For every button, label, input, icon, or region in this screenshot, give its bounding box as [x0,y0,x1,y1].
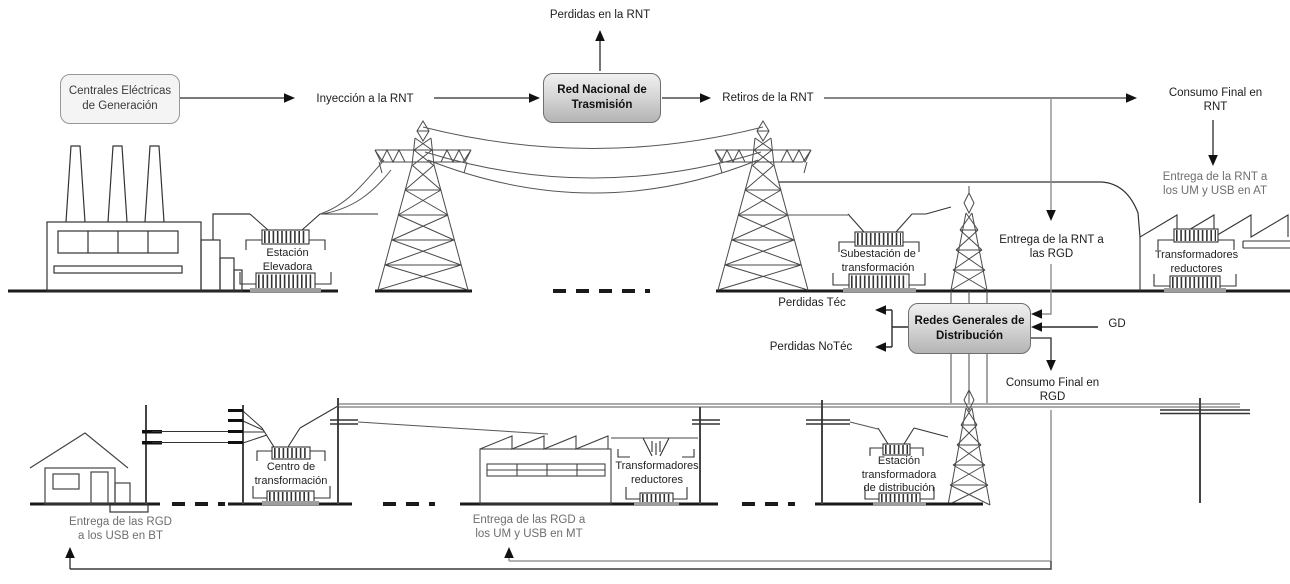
transmission-tower-2 [714,120,812,291]
mv-line-beam [330,398,1250,504]
flow-label-inyeccion: Inyección a la RNT [297,92,433,106]
label-line: de distribución [863,482,935,495]
flow-label-entrega-bt: Entrega de las RGD a los USB en BT [38,515,203,544]
distribution-center-transformer-symbol [252,405,339,505]
label-line: RGD [1039,391,1066,404]
reduction-transformer-symbol-at [1153,228,1237,292]
arrow-up-icon [595,30,605,41]
at-delivery-line [779,181,1141,238]
label-line: Entrega de la RNT a [1162,171,1268,183]
catenary-wires [319,126,848,216]
label-line: Transformadores [615,460,699,472]
flow-label-perdidas-notec: Perdidas NoTéc [755,340,867,354]
site-label-transformadores-mt: Transformadores reductores [608,460,706,487]
arrow-down-icon [1046,210,1056,221]
flow-label-entrega-mt: Entrega de las RGD a los UM y USB en MT [445,513,613,542]
label-line: reductores [631,473,683,486]
arrow-up-icon [65,547,75,558]
flow-label-entrega-rgd: Entrega de la RNT a las RGD [985,233,1118,262]
arrow-right-icon [284,93,295,103]
label-line: Perdidas Téc [778,297,846,309]
label-line: los UM y USB en AT [1163,185,1267,198]
label-line: a los USB en BT [77,530,163,543]
label-line: Elevadora [262,260,313,273]
rnt-node: Red Nacional de Trasmisión [543,73,661,123]
label-line: Estación [266,247,309,259]
label-line: Consumo Final en [1005,377,1100,389]
arrow-down-icon [1046,360,1056,371]
label-line: Transformadores [1154,249,1239,261]
label-line: transformación [254,474,328,487]
site-label-transformadores-at: Transformadores reductores [1144,249,1249,276]
flow-label-entrega-at: Entrega de la RNT a los UM y USB en AT [1140,170,1290,199]
flow-label-consumo-rgd: Consumo Final en RGD [1000,376,1105,405]
distribution-tower [947,186,991,506]
label-line: Inyección a la RNT [316,93,414,105]
flow-label-retiros: Retiros de la RNT [714,91,822,105]
generation-node: Centrales Eléctricas de Generación [60,74,180,124]
label-line: RNT [1203,101,1228,114]
flow-label-perdidas-rnt: Perdidas en la RNT [530,8,670,22]
site-label-estacion-elevadora: Estación Elevadora [245,247,330,274]
flow-label-gd: GD [1100,317,1134,331]
label-line: las RGD [1029,248,1074,261]
label-line: Entrega de la RNT a [999,234,1104,246]
flow-label-perdidas-tec: Perdidas Téc [762,296,862,310]
label-line: Consumo Final en [1168,87,1263,99]
site-label-estacion-distribucion: Estación transformadora de distribución [850,455,948,496]
label-line: Red Nacional de [557,84,647,97]
flow-label-consumo-rnt: Consumo Final en RNT [1143,86,1288,115]
arrow-left-icon [875,342,886,352]
step-up-transformer-symbol [239,213,378,292]
arrow-down-icon [1208,155,1218,166]
label-line: Trasmisión [571,99,633,111]
label-line: Entrega de las RGD [69,516,172,528]
arrow-left-icon [1031,322,1042,332]
arrow-left-icon [1031,309,1042,319]
label-line: GD [1108,318,1126,330]
transmission-tower-1 [374,120,472,291]
rgd-node: Redes Generales de Distribución [908,303,1031,354]
site-label-subestacion: Subestación de transformación [828,248,928,275]
arrow-right-icon [529,93,540,103]
reduction-transformer-symbol-mt [617,437,695,506]
label-line: transformadora [861,468,937,481]
label-line: Estación [877,455,921,467]
flow-lines [69,41,1214,570]
power-plant-illustration [46,145,250,292]
factory-illustration-mt [479,435,698,505]
label-line: Perdidas NoTéc [769,341,853,353]
label-line: Distribución [935,329,1004,342]
substation-transformer-symbol [832,206,952,292]
arrow-left-icon [875,305,886,315]
arrow-up-icon [504,547,514,558]
arrowheads [65,30,1218,558]
house-illustration [29,432,149,513]
arrow-right-icon [1126,93,1137,103]
label-line: reductores [1170,262,1223,275]
chimney-icon [107,145,128,223]
chimney-icon [144,145,165,223]
utility-pole-2 [228,405,268,504]
arrow-right-icon [700,93,711,103]
label-line: transformación [841,261,915,274]
label-line: Perdidas en la RNT [549,9,651,21]
label-line: Retiros de la RNT [722,92,814,104]
label-line: Centro de [266,461,316,473]
label-line: Redes Generales de [914,314,1025,327]
label-line: Centrales Eléctricas [68,85,172,98]
utility-pole-1 [142,405,243,504]
site-label-centro-transformacion: Centro de transformación [245,461,337,488]
label-line: Entrega de las RGD a [472,514,586,526]
chimney-icon [65,145,86,223]
label-line: de Generación [82,100,158,112]
label-line: los UM y USB en MT [475,528,583,541]
label-line: Subestación de [840,248,916,260]
distribution-station-transformer-symbol [864,427,949,506]
